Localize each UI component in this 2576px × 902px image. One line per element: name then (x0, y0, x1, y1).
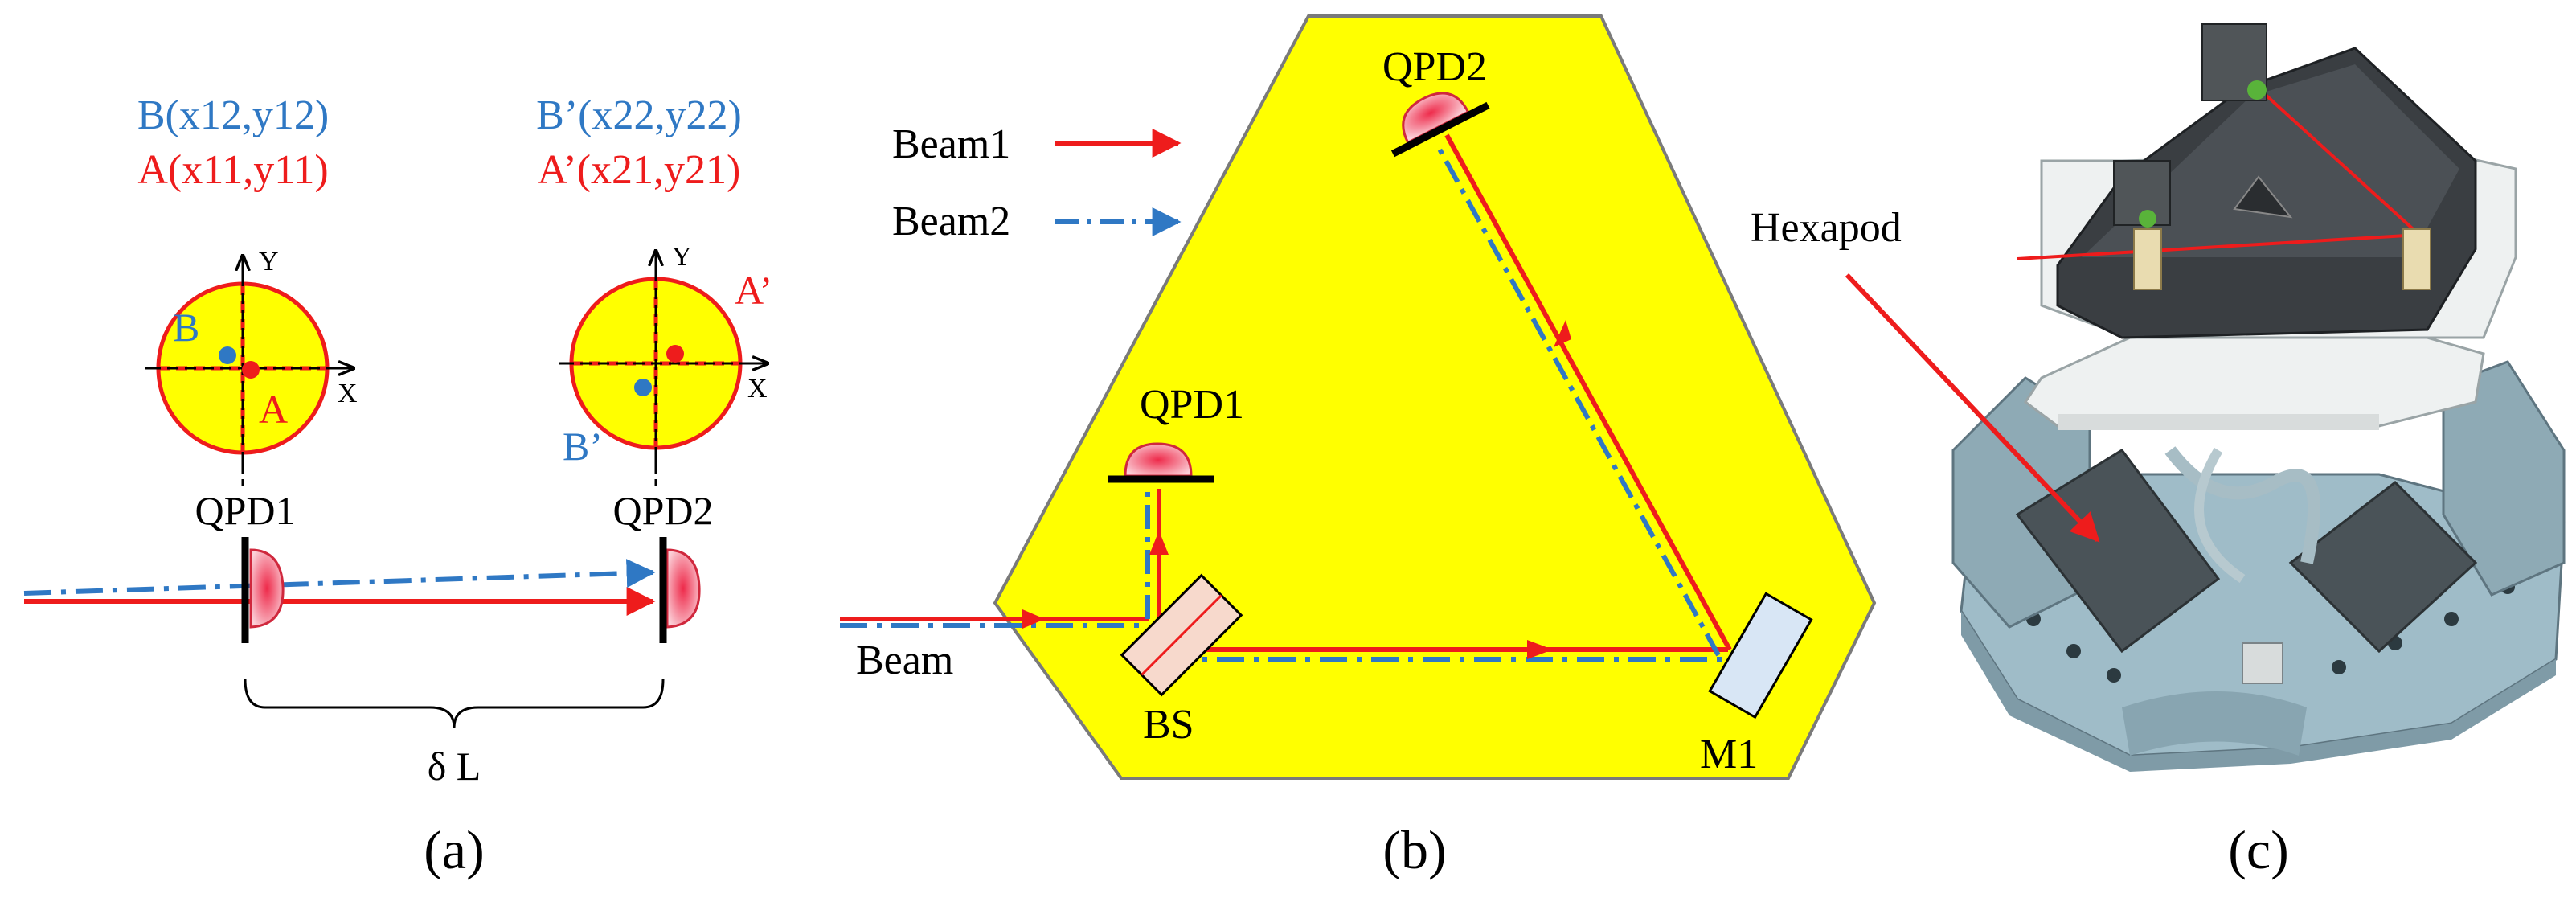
qpd1-face-view: X Y B A (145, 247, 358, 466)
arrow-right-m1 (1527, 640, 1553, 659)
qpd1-label-b: QPD1 (1140, 382, 1244, 428)
qpd2-y-axis-label: Y (672, 242, 692, 272)
input-beam-label: Beam (856, 638, 953, 683)
bolt-hole (2066, 644, 2081, 658)
qpd2-mark-a: A’ (735, 268, 772, 313)
panel-b-label: (b) (1382, 819, 1446, 880)
qpd1-spot-a (242, 361, 260, 379)
qpd2-label-a: QPD2 (612, 488, 713, 533)
hexapod-plate-strip (2058, 414, 2379, 430)
input-beam-arrow (1022, 609, 1045, 629)
qpd1-mark-b: B (173, 305, 199, 350)
qpd2-side-body (666, 548, 701, 629)
hexapod-mount-optic (2247, 80, 2267, 100)
beam2-side-view (23, 559, 656, 596)
qpd2-detector (1390, 92, 1490, 158)
panel-c-label: (c) (2228, 819, 2288, 880)
hexapod-actuator-left (2015, 449, 2221, 654)
hexapod-top-face (2082, 64, 2459, 257)
bolt-hole (2332, 660, 2346, 674)
label-point-a2: A’(x21,y21) (538, 147, 741, 193)
arrow-up-qpd2 (1554, 320, 1571, 347)
qpd2-spot-a (666, 345, 684, 363)
qpd2-detector-dome (1402, 92, 1470, 145)
hexapod-middle-plate (2023, 336, 2485, 428)
panel-a-label: (a) (424, 819, 484, 880)
beam-splitter-line (1141, 594, 1222, 676)
qpd1-y-axis-label: Y (259, 247, 279, 277)
hexapod-post (2402, 228, 2431, 290)
qpd1-detector-dome (1124, 442, 1193, 478)
qpd2-spot-b (634, 379, 652, 396)
qpd1-mark-a: A (259, 387, 288, 432)
path-m1-to-qpd2-red (1444, 133, 1732, 651)
qpd1-spot-b (219, 346, 236, 364)
qpd2-detector-plate (1390, 101, 1490, 158)
hexapod-base-notch (2122, 691, 2307, 756)
hexapod-base-front (1961, 611, 2556, 772)
distance-brace (244, 679, 665, 728)
hexapod-small-block (2242, 642, 2283, 684)
label-point-a1: A(x11,y11) (137, 147, 328, 193)
legend-beam1-label: Beam1 (892, 121, 1010, 167)
panel-c: Hexapod (c) (1751, 23, 2566, 880)
beam-splitter (1120, 573, 1243, 697)
bolt-hole (2107, 668, 2121, 683)
arrow-up-qpd1 (1149, 531, 1169, 555)
qpd1-x-axis-label: X (338, 379, 358, 408)
hexapod-top-laser (2017, 233, 2420, 260)
hexapod-post (2133, 228, 2162, 290)
mirror-m1-body (1708, 592, 1813, 720)
bs-label: BS (1143, 702, 1194, 748)
path-m1-to-qpd2-blue (1435, 143, 1721, 657)
hexapod-strut (2194, 447, 2246, 583)
hexapod-mount-optic (2139, 210, 2156, 228)
panel-b: Beam1 Beam2 Beam BS QPD1 (840, 14, 1877, 880)
mirror-m1 (1708, 592, 1813, 720)
hexapod-side-block-right (2442, 360, 2566, 597)
bolt-hole (2444, 612, 2459, 626)
qpd2-label-b: QPD2 (1382, 44, 1487, 90)
label-point-b2: B’(x22,y22) (536, 92, 742, 138)
legend-beam2-label: Beam2 (892, 199, 1010, 244)
qpd1-side-body (249, 548, 285, 629)
qpd2-face-view: X Y A’ B’ (559, 242, 772, 469)
hexapod-top-emblem (2233, 175, 2293, 219)
qpd2-mark-b: B’ (563, 424, 603, 469)
distance-label: δ L (428, 744, 481, 789)
qpd2-x-axis-label: X (747, 374, 768, 404)
qpd1-label-a: QPD1 (195, 488, 295, 533)
label-point-b1: B(x12,y12) (137, 92, 329, 138)
hexapod-pointer (1845, 273, 2100, 543)
hexapod-render (1951, 23, 2566, 772)
hexapod-label: Hexapod (1751, 205, 1902, 251)
hexapod-actuator-right (2288, 481, 2478, 654)
m1-label: M1 (1700, 732, 1758, 777)
panel-a: B(x12,y12) A(x11,y11) B’(x22,y22) A’(x21… (23, 92, 772, 880)
hexapod-top-laser (2257, 87, 2421, 236)
